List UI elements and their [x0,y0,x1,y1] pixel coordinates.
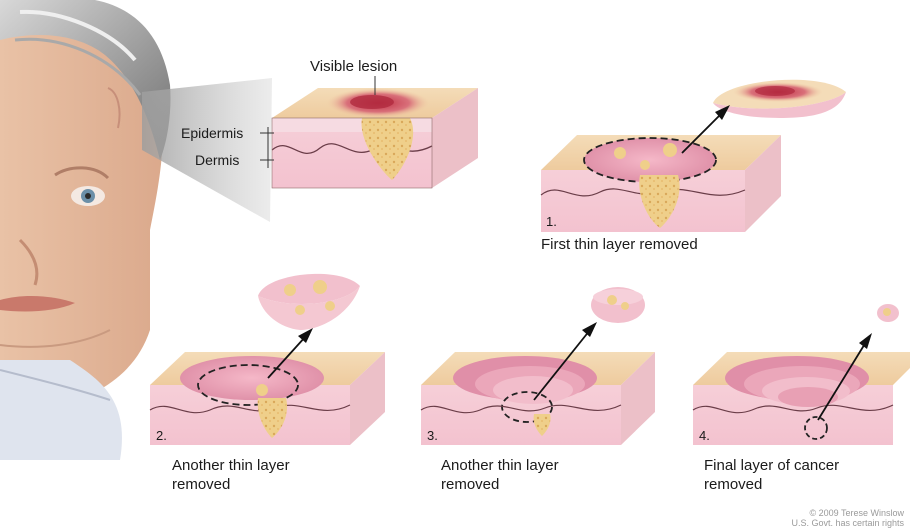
magnification-beam [142,78,272,222]
step-4-block [693,352,910,445]
step-3-removed-layer [591,287,645,323]
step-1-removed-layer [713,80,846,118]
step-4-number: 4. [699,428,710,443]
epidermis-label: Epidermis [181,125,243,141]
step-3-caption-line1: Another thin layer [441,457,559,474]
face-portrait [0,0,171,460]
step-1-number: 1. [546,214,557,229]
step-2-removed-layer [258,274,360,330]
dermis-label: Dermis [195,152,239,168]
step-2-block [150,352,385,445]
step-2-caption-line1: Another thin layer [172,457,290,474]
step-1-block [541,135,781,232]
step-4-removed-layer [877,304,899,322]
copyright-credit: © 2009 Terese Winslow U.S. Govt. has cer… [791,508,904,528]
step-2-number: 2. [156,428,167,443]
skin-cross-section [272,88,478,188]
step-3-number: 3. [427,428,438,443]
step-1-caption: First thin layer removed [541,236,698,253]
step-3-caption-line2: removed [441,476,499,493]
step-2-caption-line2: removed [172,476,230,493]
credit-line-2: U.S. Govt. has certain rights [791,518,904,528]
step-3-block [421,352,655,445]
step-4-caption-line2: removed [704,476,762,493]
step-4-caption-line1: Final layer of cancer [704,457,839,474]
credit-line-1: © 2009 Terese Winslow [791,508,904,518]
visible-lesion-label: Visible lesion [310,58,397,75]
